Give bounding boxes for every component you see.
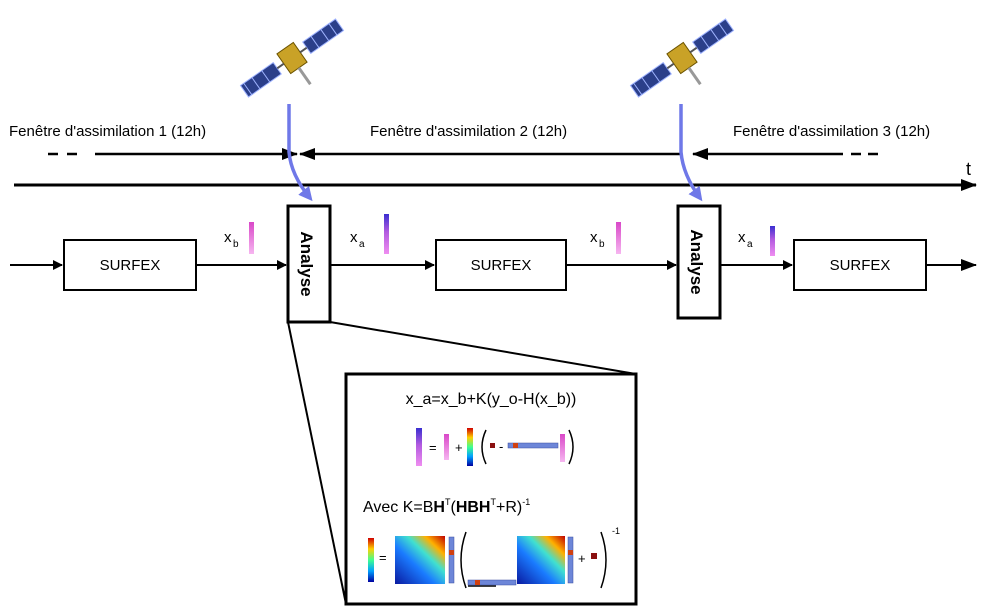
equation-gain: Avec K=BHT(HBHT+R)-1 xyxy=(363,497,530,516)
surfex-box-3: SURFEX xyxy=(793,239,927,291)
surfex-label: SURFEX xyxy=(100,257,161,274)
state-xb-2: x b xyxy=(590,222,621,254)
time-axis-label: t xyxy=(966,159,971,179)
window-2-label: Fenêtre d'assimilation 2 (12h) xyxy=(370,123,567,140)
svg-text:x: x xyxy=(224,229,232,246)
analyse-box-1: Analyse xyxy=(286,204,332,324)
analyse-label: Analyse xyxy=(297,231,316,296)
state-xa-2: x a xyxy=(738,226,775,256)
svg-text:a: a xyxy=(747,239,753,250)
gain-matrix-visual: = + -1 xyxy=(368,526,620,589)
zoom-line xyxy=(329,321,637,375)
surfex-box-2: SURFEX xyxy=(435,239,567,291)
vector-equation-visual: = + - xyxy=(416,428,574,466)
svg-text:x: x xyxy=(738,229,746,246)
svg-text:b: b xyxy=(233,239,239,250)
window-1-label: Fenêtre d'assimilation 1 (12h) xyxy=(9,123,206,140)
zoom-line xyxy=(287,321,347,605)
op-plus: + xyxy=(578,551,586,566)
surfex-label: SURFEX xyxy=(830,257,891,274)
state-xb-sub: b xyxy=(233,239,239,250)
op-equals: = xyxy=(379,550,387,565)
state-xb-base: x xyxy=(224,229,232,246)
window-3-label: Fenêtre d'assimilation 3 (12h) xyxy=(733,123,930,140)
satellite-icon xyxy=(629,18,735,98)
analyse-label: Analyse xyxy=(687,229,706,294)
state-xa-base: x xyxy=(350,229,358,246)
op-minus: - xyxy=(499,439,503,454)
equation-kalman-update: x_a=x_b+K(y_o-H(x_b)) xyxy=(406,391,577,408)
svg-text:b: b xyxy=(599,239,605,250)
inverse-exponent: -1 xyxy=(612,526,620,536)
equation-panel: x_a=x_b+K(y_o-H(x_b)) = + - Avec K=BHT(H… xyxy=(344,372,638,606)
svg-text:x: x xyxy=(590,229,598,246)
state-xa-sub: a xyxy=(359,239,365,250)
surfex-box-1: SURFEX xyxy=(63,239,197,291)
op-equals: = xyxy=(429,440,437,455)
analyse-box-2: Analyse xyxy=(676,204,722,320)
observation-arrow xyxy=(287,104,313,202)
state-xb-base: x xyxy=(590,229,598,246)
surfex-label: SURFEX xyxy=(471,257,532,274)
state-xb-1: x b xyxy=(224,222,254,254)
observation-arrow xyxy=(679,104,703,202)
state-xa-base: x xyxy=(738,229,746,246)
state-xa-sub: a xyxy=(747,239,753,250)
satellite-icon xyxy=(239,18,345,98)
svg-text:x: x xyxy=(350,229,358,246)
op-plus: + xyxy=(455,440,463,455)
state-xb-sub: b xyxy=(599,239,605,250)
state-xa-1: x a xyxy=(350,214,389,254)
svg-text:a: a xyxy=(359,239,365,250)
